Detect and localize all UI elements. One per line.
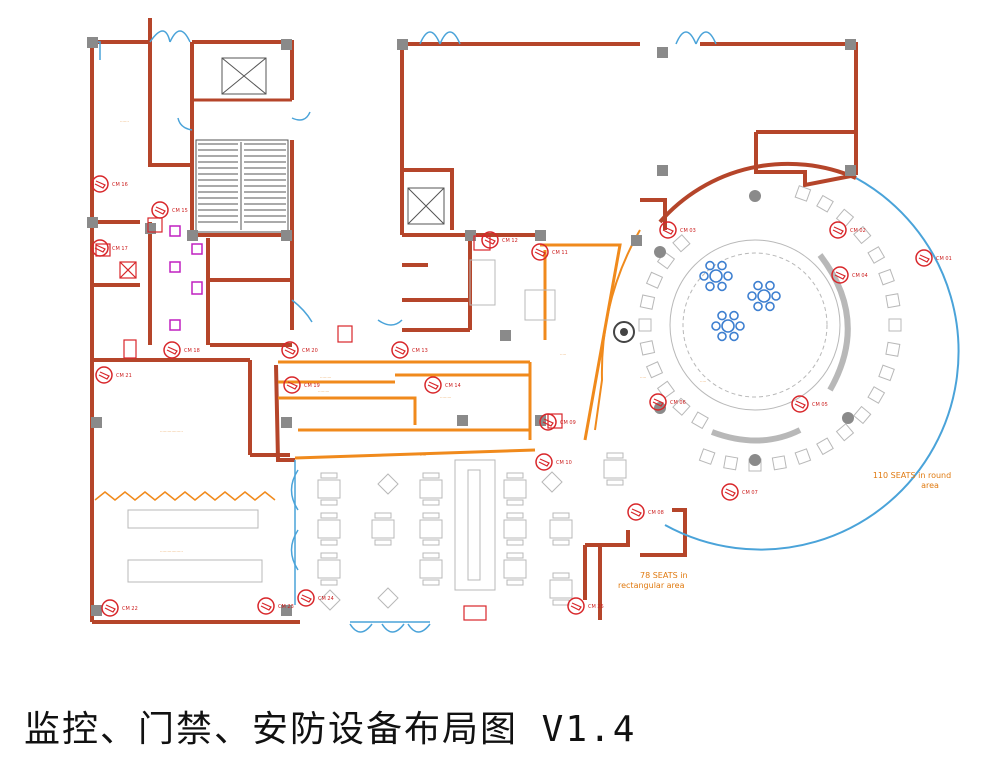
walls — [90, 18, 858, 624]
divider-zigzag — [94, 491, 276, 501]
camera-icon: CM 05 — [791, 395, 828, 413]
camera-icon: CM 20 — [281, 341, 318, 359]
room-labels: ....... .................. .............… — [120, 118, 706, 553]
camera-label: CM 17 — [112, 246, 128, 252]
camera-icon: CM 02 — [829, 221, 866, 239]
camera-icon: CM 04 — [831, 266, 868, 284]
camera-label: CM 13 — [412, 348, 428, 354]
camera-label: CM 05 — [812, 402, 828, 408]
svg-text:.........: ......... — [440, 394, 451, 399]
svg-text:.....: ..... — [420, 452, 426, 457]
camera-icon: CM 12 — [481, 231, 518, 249]
camera-icon: CM 07 — [721, 483, 758, 501]
camera-label: CM 16 — [112, 182, 128, 188]
camera-icon: CM 16 — [91, 175, 128, 193]
camera-label: CM 18 — [184, 348, 200, 354]
camera-label: CM 10 — [556, 460, 572, 466]
camera-icon: CM 24 — [297, 589, 334, 607]
staircase — [195, 139, 289, 233]
room-label: .................. — [160, 548, 183, 553]
chair-clusters — [699, 260, 781, 342]
camera-icon: CM 03 — [659, 221, 696, 239]
camera-icon: CM 25 — [567, 597, 604, 615]
camera-label: CM 09 — [560, 420, 576, 426]
camera-icon: CM 17 — [91, 239, 128, 257]
camera-icon: CM 10 — [535, 453, 572, 471]
elevator-top — [221, 57, 267, 95]
camera-icon: CM 18 — [163, 341, 200, 359]
camera-label: CM 11 — [552, 250, 568, 256]
svg-text:.....: ..... — [700, 378, 706, 383]
camera-label: CM 21 — [116, 373, 132, 379]
camera-label: CM 25 — [588, 604, 604, 610]
camera-label: CM 24 — [318, 596, 334, 602]
camera-label: CM 15 — [172, 208, 188, 214]
camera-label: CM 03 — [680, 228, 696, 234]
camera-label: CM 23 — [278, 604, 294, 610]
camera-label: CM 08 — [648, 510, 664, 516]
camera-icon: CM 01 — [915, 249, 952, 267]
svg-text:.......: ....... — [120, 118, 129, 123]
camera-icon: CM 13 — [391, 341, 428, 359]
camera-label: CM 06 — [670, 400, 686, 406]
camera-label: CM 07 — [742, 490, 758, 496]
diagram-caption: 监控、门禁、安防设备布局图 V1.4 — [24, 709, 637, 750]
svg-text:.........: ......... — [318, 388, 329, 393]
camera-icon: CM 19 — [283, 376, 320, 394]
access-control-devices — [169, 225, 203, 331]
camera-icon: CM 22 — [101, 599, 138, 617]
camera-icon: CM 08 — [627, 503, 664, 521]
camera-label: CM 14 — [445, 383, 461, 389]
camera-icon: CM 11 — [531, 243, 568, 261]
camera-icon: CM 09 — [539, 413, 576, 431]
camera-icon: CM 15 — [151, 201, 188, 219]
camera-icon: CM 14 — [424, 376, 461, 394]
cameras: CM 01 CM 02 CM 03 CM 04 CM 05 CM 06 CM 07 CM 08… — [91, 175, 952, 617]
camera-label: CM 01 — [936, 256, 952, 262]
camera-label: CM 19 — [304, 383, 320, 389]
elevator-right — [407, 187, 445, 225]
camera-label: CM 12 — [502, 238, 518, 244]
glazing — [92, 30, 717, 633]
camera-icon: CM 06 — [649, 393, 686, 411]
svg-text:.....: ..... — [560, 351, 566, 356]
svg-text:.........: ......... — [320, 374, 331, 379]
round-column — [613, 321, 635, 343]
interior-partitions — [278, 243, 622, 460]
svg-text:.....: ..... — [640, 374, 646, 379]
camera-icon: CM 21 — [95, 366, 132, 384]
camera-label: CM 04 — [852, 273, 868, 279]
camera-label: CM 02 — [850, 228, 866, 234]
floor-plan: CM 01 CM 02 CM 03 CM 04 CM 05 CM 06 CM 07 CM 08… — [87, 18, 960, 633]
camera-icon: CM 23 — [257, 597, 294, 615]
camera-label: CM 20 — [302, 348, 318, 354]
furniture — [127, 185, 902, 611]
camera-label: CM 22 — [122, 606, 138, 612]
round-hall-wall — [594, 161, 960, 551]
room-label: .................. — [160, 428, 183, 433]
